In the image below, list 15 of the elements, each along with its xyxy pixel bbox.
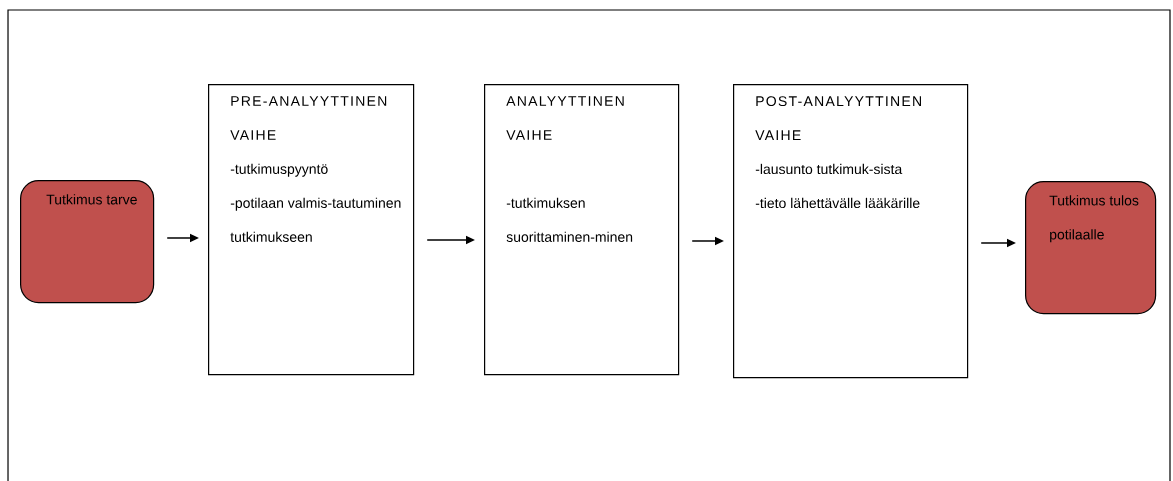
node-label: ANALYYTTINEN VAIHE — [506, 96, 624, 140]
node-label: Tutkimus tulos potilaalle — [1049, 195, 1139, 243]
node-label: PRE-ANALYYTTINEN VAIHE — [230, 96, 387, 140]
node-label: -tutkimuksen suorittaminen-minen — [506, 197, 633, 242]
process-box — [733, 84, 969, 379]
node-label: -tieto lähettävälle lääkärille — [755, 197, 920, 209]
process-box — [208, 84, 415, 376]
node-label: -tutkimuspyyntö — [230, 163, 328, 177]
process-box — [484, 84, 680, 376]
node-label: POST-ANALYYTTINEN VAIHE — [755, 96, 921, 140]
node-label: -potilaan valmis-tautuminen tutkimukseen — [230, 197, 401, 242]
rounded-box — [1025, 181, 1157, 315]
rounded-box — [20, 180, 155, 304]
node-label: -lausunto tutkimuk-sista — [755, 163, 903, 175]
node-label: Tutkimus tarve — [46, 194, 137, 205]
